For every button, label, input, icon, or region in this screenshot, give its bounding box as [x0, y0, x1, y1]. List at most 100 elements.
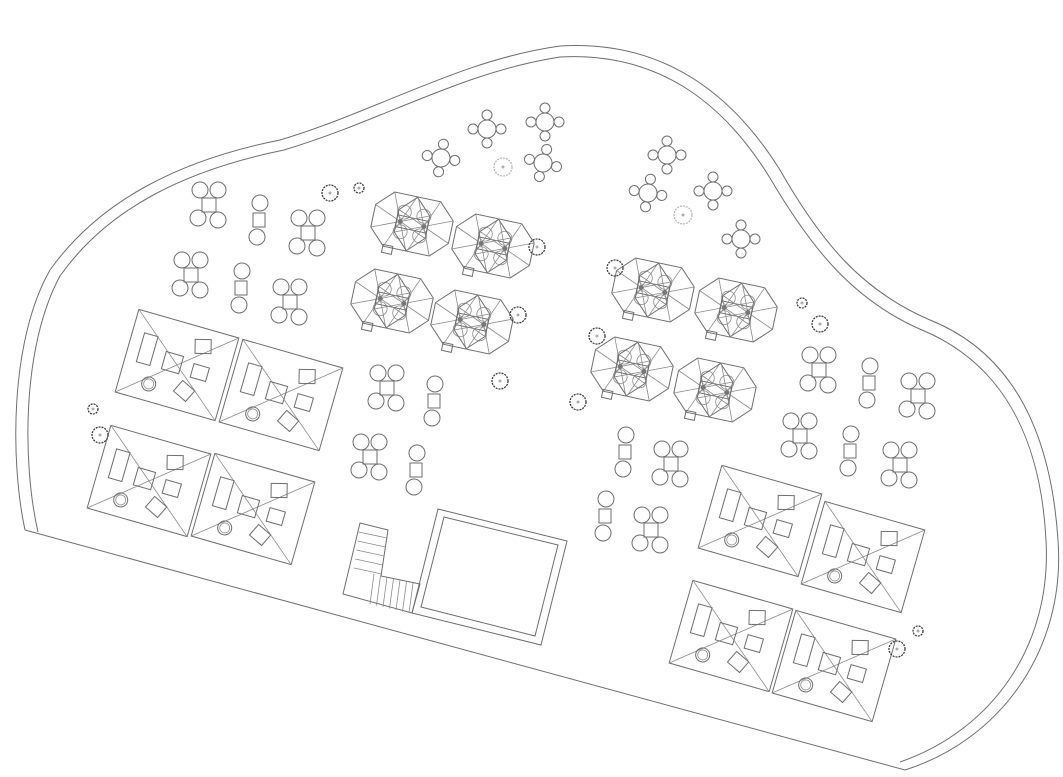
- lounge-table: [811, 362, 827, 378]
- lounge-chair: [405, 478, 423, 496]
- lounge-table: [910, 388, 926, 404]
- stair-tread: [357, 540, 386, 548]
- umbrella-table: [430, 289, 514, 355]
- lounge-chair: [880, 469, 898, 487]
- lounge-set: [651, 440, 689, 488]
- cabana-table: [743, 506, 768, 531]
- umbrella-base: [440, 341, 454, 353]
- lounge-chair: [651, 468, 669, 486]
- umbrella-table: [370, 191, 454, 257]
- cabana-planter-core: [800, 679, 812, 691]
- lounge-chair: [671, 470, 689, 488]
- round-table-chair: [523, 153, 535, 165]
- cabana-lounger: [726, 650, 750, 674]
- umbrella-canopy: [474, 218, 535, 279]
- umbrella-table-layer: [350, 191, 778, 423]
- cabana-lounger: [777, 494, 795, 511]
- tree-canopy: [91, 426, 109, 444]
- cabana-rafter: [698, 493, 822, 549]
- lounge-chair: [387, 394, 405, 412]
- cabana-rafter: [772, 638, 896, 694]
- round-table-top: [657, 145, 677, 165]
- umbrella-table: [694, 277, 778, 343]
- cabana-daybed: [107, 448, 131, 483]
- round-table-chair: [553, 116, 565, 128]
- tree-trunk: [800, 301, 804, 305]
- lounge-chair: [209, 211, 227, 229]
- lounge-chair: [387, 364, 405, 382]
- pool-water-edge: [420, 516, 559, 637]
- lounge-chair: [230, 296, 248, 314]
- lounge-chair: [799, 374, 817, 392]
- cabana-lounger: [748, 609, 766, 626]
- stair-tread: [353, 567, 383, 575]
- umbrella-canopy: [453, 294, 514, 355]
- lounge-chair: [423, 409, 441, 427]
- lounge-table: [792, 428, 808, 444]
- tree-canopy: [493, 157, 513, 177]
- round-table-top: [731, 229, 751, 249]
- lounge-set: [405, 444, 426, 496]
- lounge-chair: [800, 442, 818, 460]
- lounge-chair: [290, 278, 308, 296]
- cabana-planter-core: [697, 649, 709, 661]
- lounge-set: [799, 346, 837, 394]
- tree-trunk: [681, 213, 685, 217]
- round-table-chair: [481, 109, 493, 121]
- cabana: [771, 609, 897, 723]
- cabana-lounger: [851, 639, 869, 656]
- round-table: [628, 173, 668, 213]
- tree-trunk: [818, 322, 822, 326]
- cabana-lounger: [772, 519, 794, 539]
- lounge-table: [598, 508, 612, 524]
- tree: [87, 403, 99, 415]
- lounge-chair: [918, 372, 936, 390]
- tree-canopy: [673, 205, 693, 225]
- cabana-lounger: [270, 482, 288, 499]
- lounge-chair: [426, 375, 444, 393]
- umbrella-pole: [721, 305, 727, 311]
- tree-layer: [87, 157, 924, 658]
- lounge-chair: [352, 433, 370, 451]
- lounge-chair: [597, 490, 615, 508]
- lounge-set: [171, 251, 209, 299]
- stair-tread: [376, 575, 381, 606]
- tree-canopy: [321, 184, 339, 202]
- lounge-set: [350, 433, 388, 481]
- cabana-lounger: [144, 495, 168, 519]
- lounge-set: [423, 375, 444, 427]
- cabana-rafter: [87, 453, 211, 509]
- cabana: [800, 500, 926, 614]
- tree-canopy: [606, 259, 624, 277]
- round-table-chair: [467, 123, 479, 135]
- round-table-top: [703, 181, 723, 201]
- tree: [91, 426, 109, 444]
- cabana-daybed: [718, 488, 742, 523]
- lounge-chair: [819, 346, 837, 364]
- lounge-chair: [633, 506, 651, 524]
- site-boundary: [15, 45, 1060, 771]
- lounge-chair: [251, 194, 269, 212]
- cabana-lounger: [875, 555, 897, 575]
- lounge-set: [631, 506, 669, 554]
- boundary-inner-line: [27, 56, 1047, 763]
- stair-tread: [402, 581, 407, 612]
- cabana-planter-core: [115, 494, 127, 506]
- round-table-chair: [644, 173, 656, 185]
- cabana-table: [846, 542, 871, 567]
- round-table-chair: [749, 233, 761, 245]
- pool-layer: [342, 508, 568, 646]
- tree: [588, 327, 606, 345]
- lounge-chair: [370, 463, 388, 481]
- lounge-chair: [171, 279, 189, 297]
- round-table-chair: [539, 102, 551, 114]
- umbrella-canopy: [393, 196, 454, 257]
- lounge-chair: [800, 412, 818, 430]
- umbrella-base: [360, 320, 374, 332]
- umbrella-pole: [397, 219, 403, 225]
- lounge-chair: [651, 506, 669, 524]
- tree-canopy: [491, 372, 509, 390]
- cabana-rafter: [219, 367, 343, 423]
- lounge-table: [379, 380, 395, 396]
- tree-canopy: [796, 297, 808, 309]
